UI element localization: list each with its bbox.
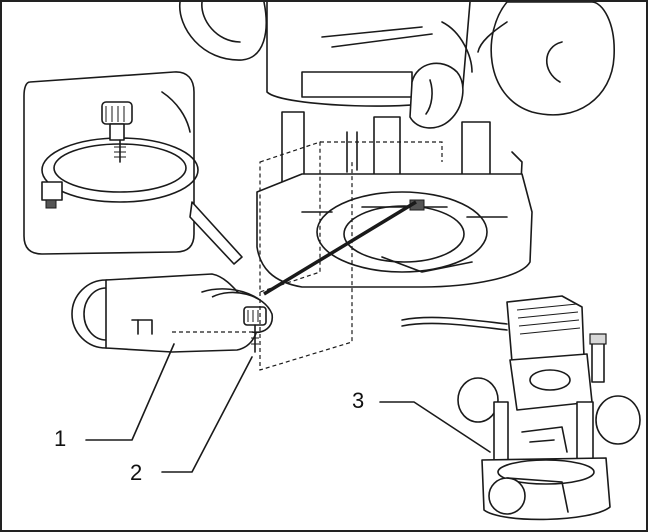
leader-line-3	[379, 401, 491, 453]
callout-1: 1	[54, 426, 67, 451]
small-router	[401, 295, 641, 521]
leader-line-2	[161, 356, 253, 473]
router-upper-body	[179, 2, 615, 293]
inset-detail	[23, 71, 243, 265]
callout-2: 2	[130, 460, 143, 485]
leader-line-1	[85, 343, 175, 441]
connection-line	[263, 200, 417, 296]
callout-3: 3	[352, 388, 365, 413]
dust-nozzle	[71, 162, 353, 371]
